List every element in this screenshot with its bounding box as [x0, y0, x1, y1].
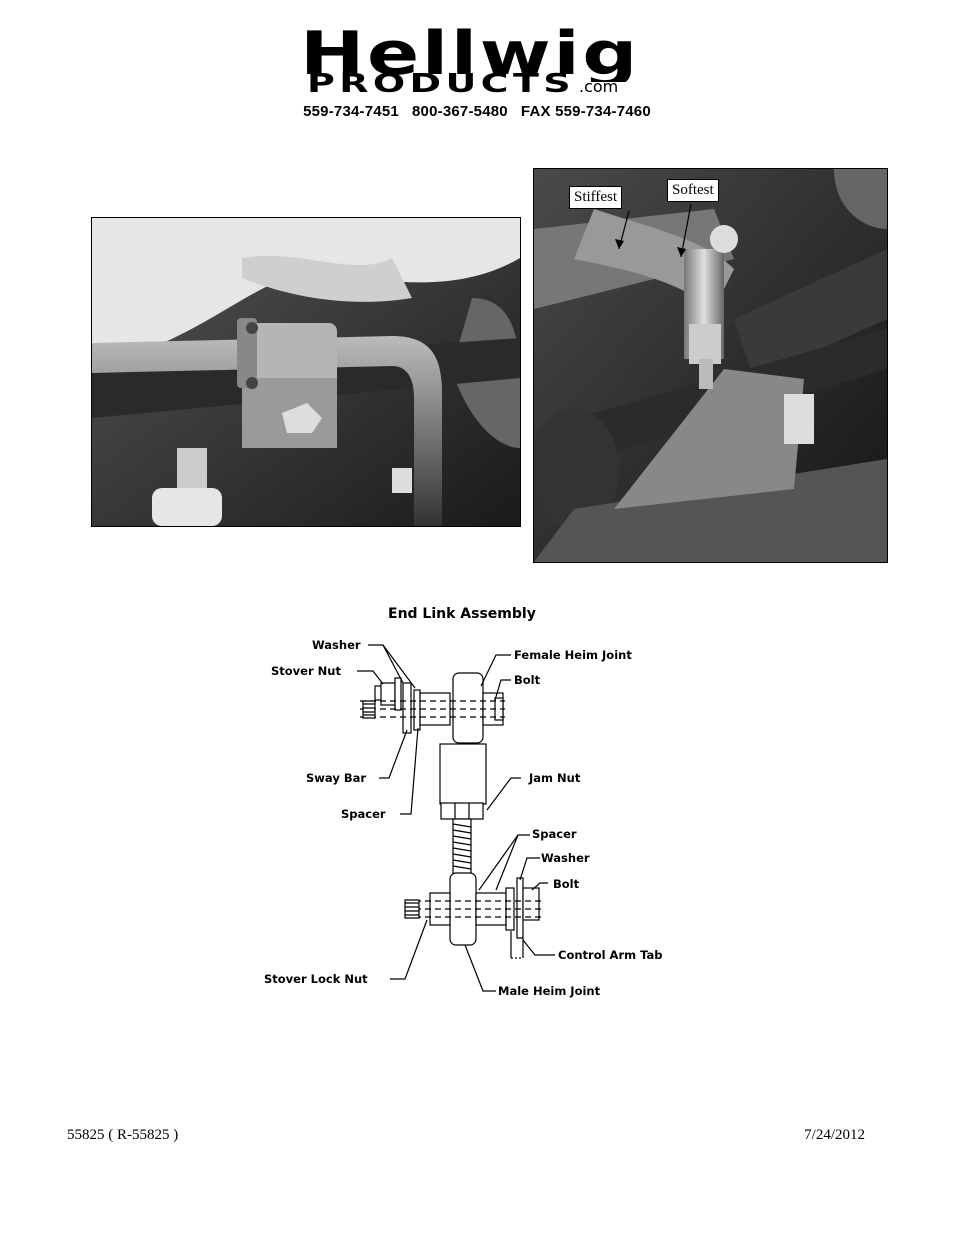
end-link-assembly-diagram: End Link Assembly [255, 598, 695, 1008]
label-stover-nut: Stover Nut [271, 664, 341, 678]
label-bolt-top: Bolt [514, 673, 541, 687]
phone-numbers: 559-734-7451 800-367-5480 FAX 559-734-74… [303, 103, 651, 120]
diagram-title: End Link Assembly [388, 606, 536, 622]
label-jam-nut: Jam Nut [528, 771, 581, 785]
label-spacer-top: Spacer [341, 807, 386, 821]
products-logo: PRODUCTS .com [307, 69, 618, 96]
hellwig-logo: Hellwig [300, 22, 640, 82]
label-washer-bottom: Washer [541, 851, 590, 865]
sway-bar-bushing-photo [91, 217, 521, 527]
logo-products-text: PRODUCTS [307, 69, 575, 96]
logo-com-text: .com [579, 77, 618, 96]
label-sway-bar: Sway Bar [306, 771, 366, 785]
end-link-installed-photo: Stiffest Softest [533, 168, 888, 563]
label-female-heim-joint: Female Heim Joint [514, 648, 632, 662]
label-washer-top: Washer [312, 638, 361, 652]
callout-arrows [615, 203, 692, 258]
label-bolt-bottom: Bolt [553, 877, 580, 891]
footer-date: 7/24/2012 [804, 1127, 865, 1143]
callout-stiffest: Stiffest [569, 186, 623, 209]
label-control-arm-tab: Control Arm Tab [558, 948, 662, 962]
logo-wordmark: Hellwig [300, 22, 640, 82]
label-spacer-bottom: Spacer [532, 827, 577, 841]
callout-softest: Softest [667, 179, 719, 202]
footer-part-number: 55825 ( R-55825 ) [67, 1127, 179, 1143]
label-male-heim-joint: Male Heim Joint [498, 984, 601, 998]
label-stover-lock-nut: Stover Lock Nut [264, 972, 368, 986]
